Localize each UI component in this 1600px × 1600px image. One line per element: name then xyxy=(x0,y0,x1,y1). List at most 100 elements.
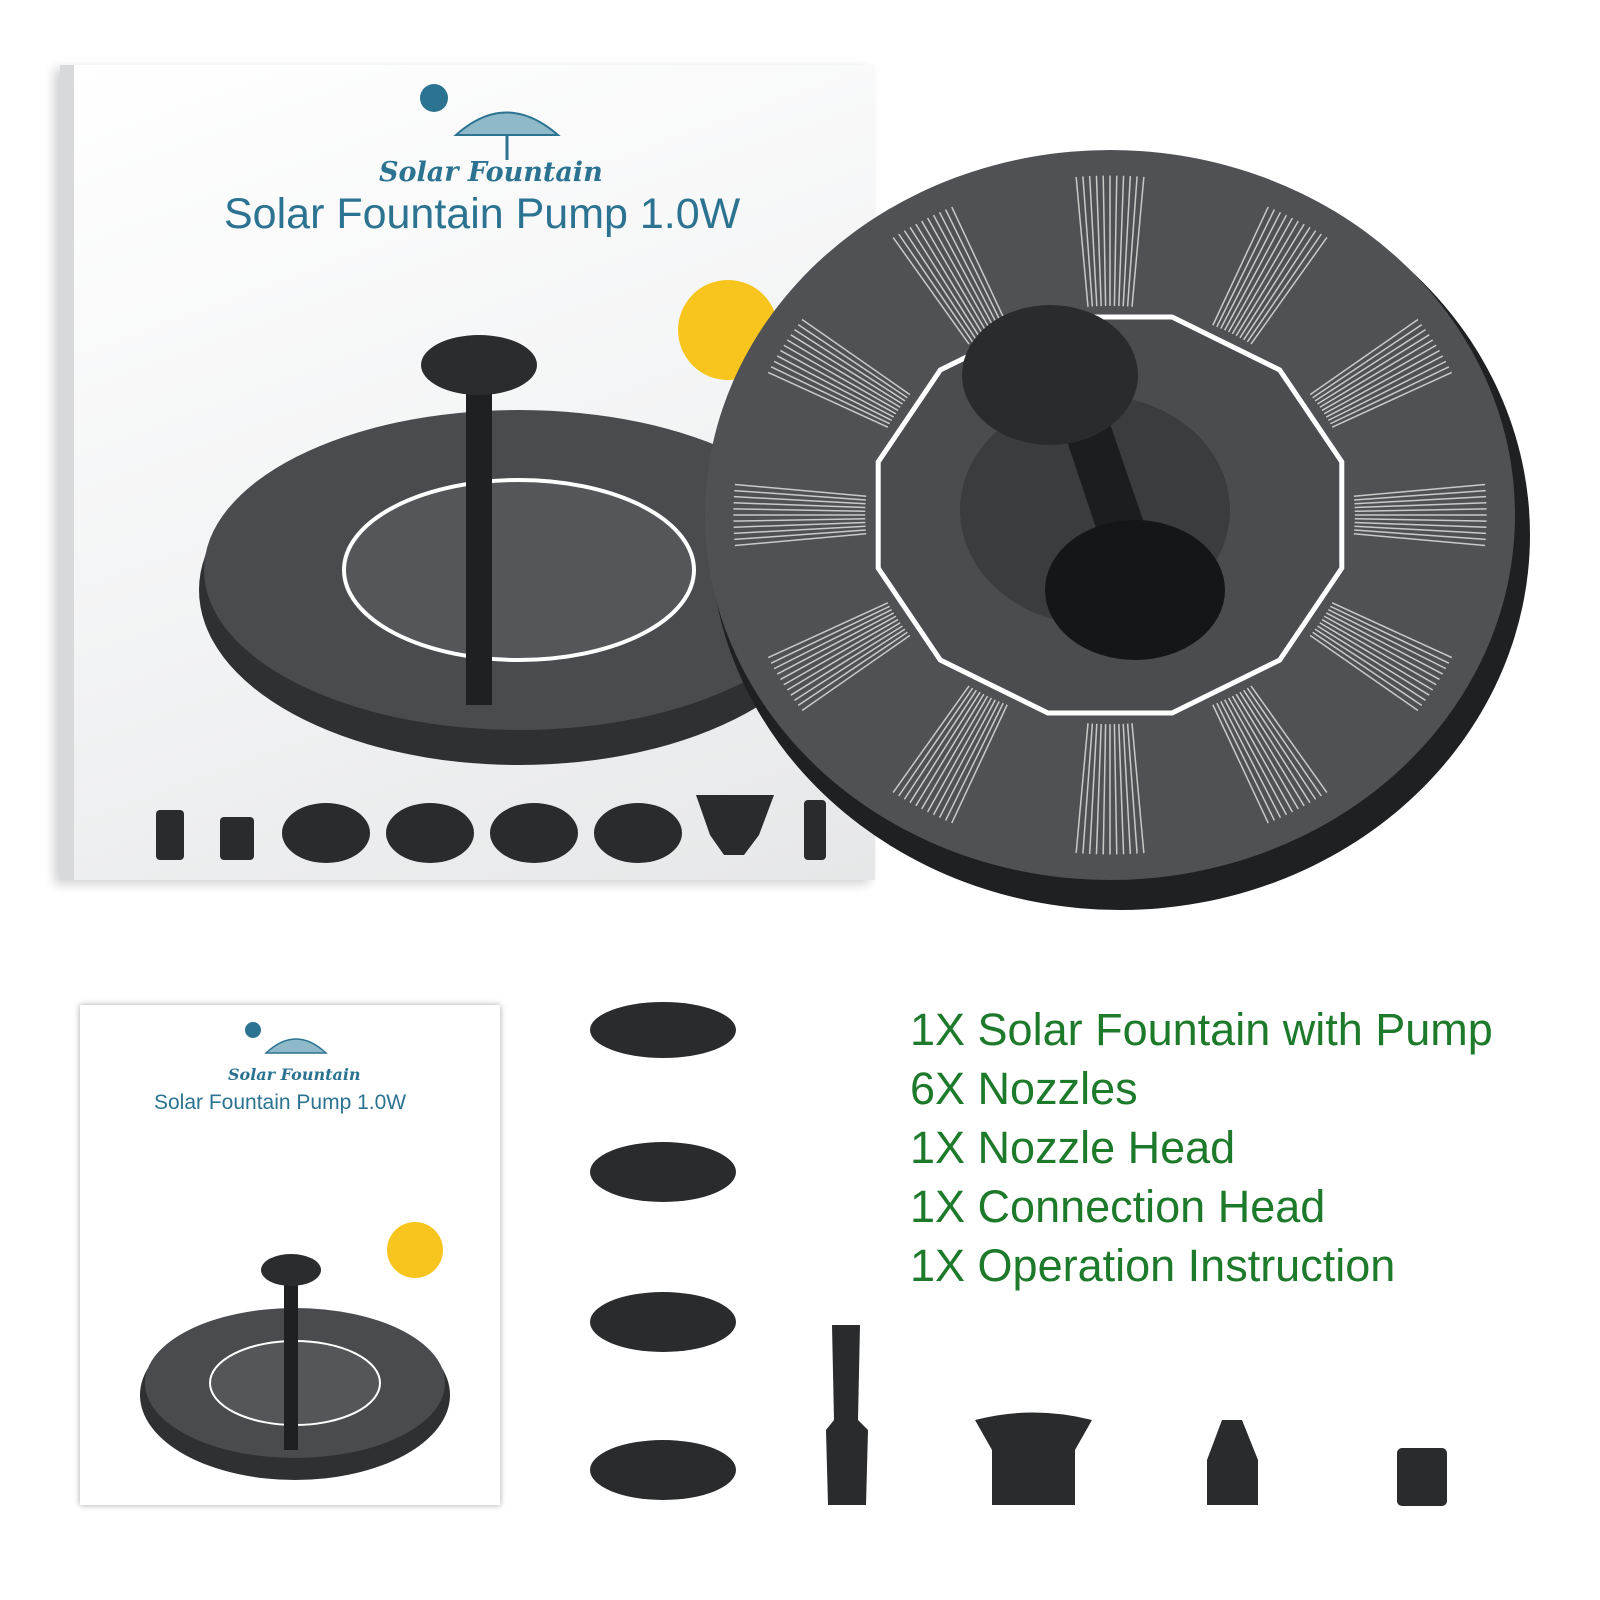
solar-cell-line xyxy=(1235,693,1305,807)
solar-cell-line xyxy=(1243,230,1317,341)
solar-cell-line xyxy=(1113,175,1118,306)
solar-cell-line xyxy=(932,699,996,816)
accessory-row xyxy=(156,795,826,863)
solar-cell-line xyxy=(921,695,989,810)
solar-cell-line xyxy=(1354,508,1487,512)
solar-cell-line xyxy=(898,233,974,343)
nozzle-head-cup xyxy=(975,1412,1092,1505)
solar-cell-line xyxy=(915,223,985,337)
solar-cell-line xyxy=(1082,723,1094,854)
solar-cell-line xyxy=(1327,360,1447,422)
solar-cell-line xyxy=(926,697,993,813)
solar-cell-line xyxy=(892,685,970,793)
solar-cell-line xyxy=(1095,723,1102,855)
solar-cell-line xyxy=(1075,723,1089,854)
solar-cell-line xyxy=(1239,226,1311,339)
solar-cell-line xyxy=(1325,612,1444,675)
solar-cell-line xyxy=(1354,502,1487,509)
solar-cell-line xyxy=(1088,723,1098,854)
solar-cell-line xyxy=(1321,344,1437,412)
solar-cell-line xyxy=(1231,220,1299,335)
umbrella-logo-icon xyxy=(264,1038,328,1054)
solar-cell-line xyxy=(1212,206,1269,326)
solar-cell-line xyxy=(1102,175,1107,306)
solar-cell-line xyxy=(1118,723,1125,855)
solar-cell-line xyxy=(903,230,977,341)
solar-cell-line xyxy=(1095,175,1102,307)
solar-cell-line xyxy=(951,206,1008,326)
solar-cell-line xyxy=(1102,724,1107,855)
nozzle-3 xyxy=(590,1292,736,1352)
solar-cell-line xyxy=(1082,176,1094,307)
solar-cell-line xyxy=(1327,608,1447,670)
solar-cell-line xyxy=(1319,339,1434,408)
solar-cell-line xyxy=(1319,622,1434,691)
solar-cell-line xyxy=(1354,495,1487,505)
solar-cell-line xyxy=(938,211,1000,329)
solar-cell-line xyxy=(1314,628,1426,701)
solar-cell-line xyxy=(892,237,970,345)
solar-cell-line xyxy=(1220,701,1282,819)
solar-cell-line xyxy=(1131,723,1145,854)
contents-item: 1X Nozzle Head xyxy=(910,1122,1236,1173)
solar-cell-line xyxy=(1354,521,1487,528)
box-brand-logo-text: Solar Fountain xyxy=(379,157,603,188)
solar-cell-line xyxy=(1353,533,1486,547)
contents-item: 1X Operation Instruction xyxy=(910,1240,1396,1291)
solar-cell-line xyxy=(944,702,1004,821)
solar-cell-line xyxy=(1220,211,1282,329)
solar-cell-line xyxy=(938,701,1000,819)
solar-cell-line xyxy=(1088,176,1098,307)
solar-cell-line xyxy=(1250,685,1328,793)
solar-cell-line xyxy=(1246,687,1322,797)
solar-cell-line xyxy=(1227,217,1294,333)
solar-cell-line xyxy=(1212,704,1269,824)
contents-item: 1X Connection Head xyxy=(910,1181,1326,1232)
solar-cell-line xyxy=(1231,695,1299,810)
box-title: Solar Fountain Pump 1.0W xyxy=(224,190,741,238)
solar-cell-line xyxy=(1224,699,1288,816)
solar-cell-line xyxy=(1224,214,1288,331)
solar-cell-line xyxy=(926,217,993,333)
solar-cell-line xyxy=(1329,366,1450,425)
solar-cell-line xyxy=(1354,489,1486,501)
nozzle-2 xyxy=(590,1142,736,1202)
manual-artwork xyxy=(140,1022,450,1480)
umbrella-logo-icon xyxy=(453,111,561,136)
connection-head xyxy=(826,1325,868,1505)
solar-cell-line xyxy=(1131,176,1145,307)
solar-cell-line xyxy=(903,689,977,800)
contents-item: 6X Nozzles xyxy=(910,1063,1138,1114)
nozzle-4 xyxy=(590,1440,736,1500)
solar-cell-line xyxy=(1312,631,1423,707)
solar-cell-line xyxy=(1331,371,1453,428)
solar-cell-line xyxy=(1118,175,1125,307)
solar-cell-line xyxy=(944,209,1004,328)
nozzle-head xyxy=(421,335,537,395)
solar-cell-line xyxy=(1354,518,1487,522)
solar-cell-line xyxy=(1216,209,1276,328)
contents-item: 1X Solar Fountain with Pump xyxy=(910,1004,1493,1055)
solar-cell-line xyxy=(1113,724,1118,855)
solar-cell-line xyxy=(1235,223,1305,337)
solar-cell-line xyxy=(1317,334,1430,405)
solar-cell-line xyxy=(1323,615,1440,681)
nozzle-6 xyxy=(1397,1448,1447,1506)
solar-cell-line xyxy=(1354,525,1487,535)
pump-base xyxy=(1045,520,1225,660)
sun-icon xyxy=(387,1222,443,1278)
solar-cell-line xyxy=(932,214,996,331)
solar-cell-line xyxy=(1126,723,1138,854)
solar-cell-line xyxy=(1321,618,1437,686)
sun-logo-icon xyxy=(245,1022,261,1038)
solar-cell-line xyxy=(1243,689,1317,800)
solar-cell-line xyxy=(1325,355,1444,418)
package-contents-list: 1X Solar Fountain with Pump 6X Nozzles 1… xyxy=(910,1000,1493,1295)
solar-cell-line xyxy=(1309,634,1419,712)
solar-cell-line xyxy=(1314,329,1426,402)
sun-logo-icon xyxy=(420,84,448,112)
solar-cell-line xyxy=(1227,697,1294,813)
solar-cell-line xyxy=(1353,483,1486,497)
solar-cell-line xyxy=(915,693,985,807)
solar-cell-line xyxy=(1309,318,1419,396)
